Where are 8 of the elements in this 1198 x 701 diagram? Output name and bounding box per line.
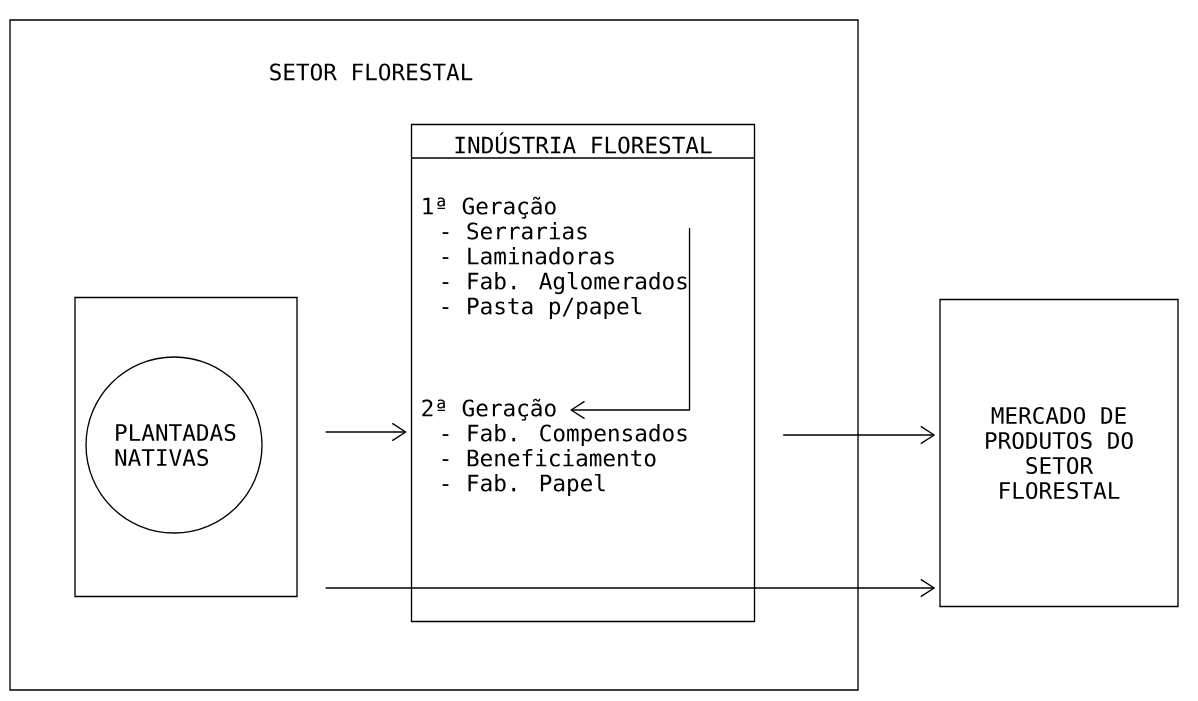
arrow (570, 227, 691, 420)
arrow (782, 425, 936, 445)
arrow (325, 422, 407, 442)
box (74, 296, 298, 598)
text-list: 2ª Geração - Fab. Compensados - Beneficiamento - Fab. Papel (422, 398, 687, 496)
arrow (325, 578, 936, 598)
box: MERCADO DE PRODUTOS DO SETOR FLORESTAL (939, 298, 1179, 608)
text-list: 1ª Geração - Serrarias - Laminadoras - Fab. Aglomerados - Pasta p/papel (423, 196, 687, 319)
